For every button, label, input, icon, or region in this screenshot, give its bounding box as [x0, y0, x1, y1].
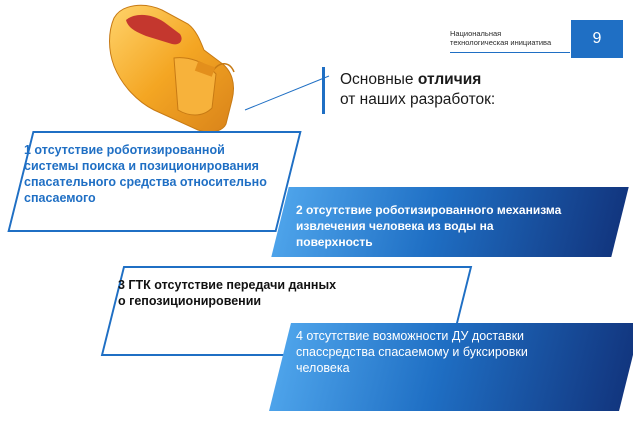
difference-text-4: 4 отсутствие возможности ДУ доставки спа… — [296, 328, 616, 376]
difference-text-2: 2 отсутствие роботизированного механизма… — [296, 202, 626, 250]
difference-text-1: 1 отсутствие роботизированной системы по… — [24, 142, 314, 206]
card4-line: человека — [296, 361, 350, 375]
card3-line: о гепозиционировении — [118, 294, 262, 308]
title-line-2: от наших разработок: — [340, 91, 496, 108]
card1-line: спасаемого — [24, 191, 96, 205]
title-accent-bar — [322, 67, 325, 114]
difference-text-3: 3 ГТК отсутствие передачи данных о гепоз… — [118, 277, 438, 309]
card1-line: системы поиска и позиционирования — [24, 159, 259, 173]
title-line-1: Основные отличия — [340, 70, 495, 90]
card3-line: 3 ГТК отсутствие передачи данных — [118, 278, 337, 292]
rescue-device-illustration — [109, 4, 235, 133]
org-line-2: технологическая инициатива — [450, 38, 552, 47]
pointer-line — [244, 75, 330, 111]
card2-line: поверхность — [296, 235, 373, 249]
card2-line: извлечения человека из воды на — [296, 219, 494, 233]
card1-line: спасательного средства относительно — [24, 175, 267, 189]
organization-name: Национальная технологическая инициатива — [450, 29, 551, 47]
title-prefix: Основные — [340, 71, 418, 88]
card4-line: спассредства спасаемому и буксировки — [296, 345, 528, 359]
card2-line: 2 отсутствие роботизированного механизма — [296, 203, 562, 217]
header-divider — [450, 52, 570, 53]
card1-line: 1 отсутствие роботизированной — [24, 143, 225, 157]
card4-line: 4 отсутствие возможности ДУ доставки — [296, 329, 525, 343]
org-line-1: Национальная — [450, 29, 502, 38]
title-bold-word: отличия — [417, 71, 482, 88]
slide-title: Основные отличия от наших разработок: — [340, 70, 495, 110]
page-number-badge: 9 — [571, 20, 623, 58]
page-number: 9 — [592, 30, 602, 47]
